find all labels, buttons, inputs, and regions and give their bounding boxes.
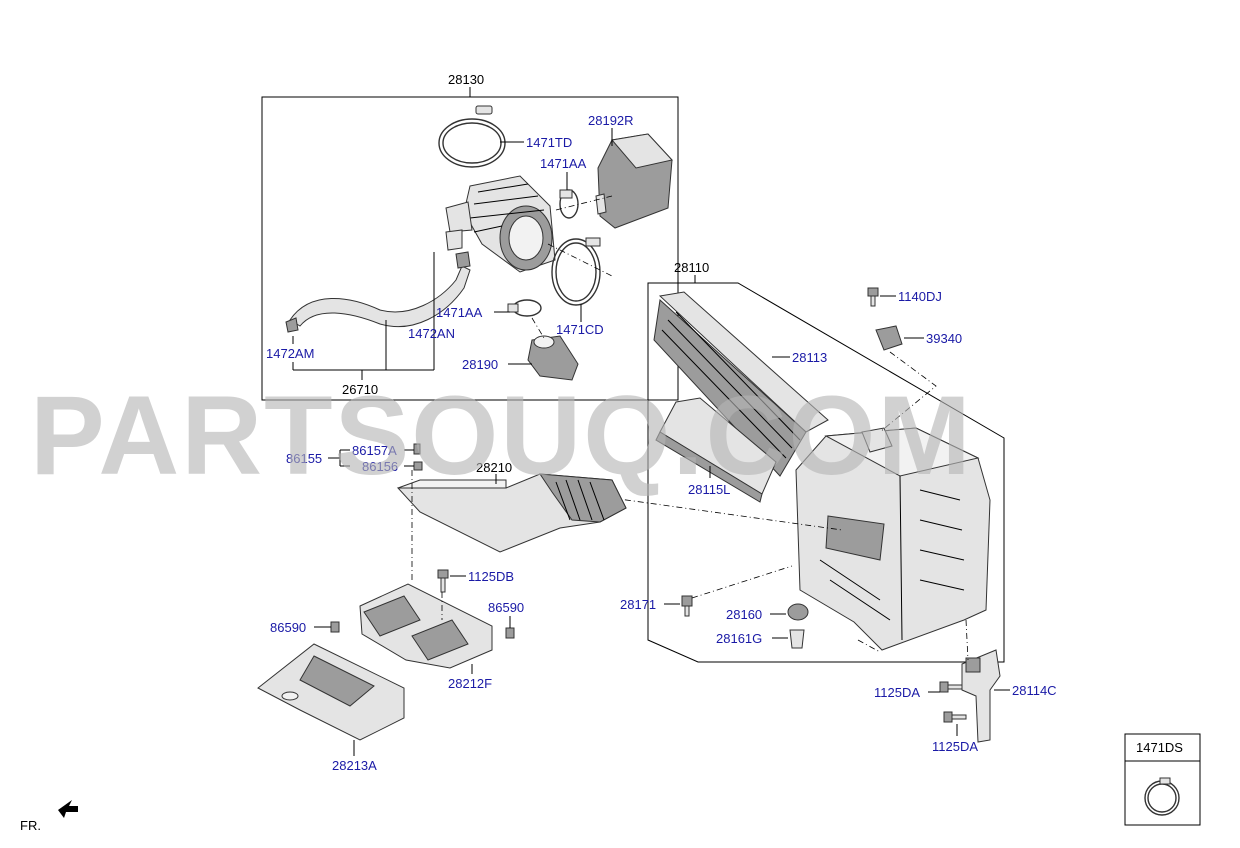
- label-1471cd[interactable]: 1471CD: [556, 322, 604, 337]
- label-1140dj[interactable]: 1140DJ: [898, 289, 942, 304]
- label-1472an[interactable]: 1472AN: [408, 326, 455, 341]
- label-1471aa-lower[interactable]: 1471AA: [436, 305, 483, 320]
- label-28114c[interactable]: 28114C: [1012, 683, 1057, 698]
- label-28161g[interactable]: 28161G: [716, 631, 762, 646]
- part-filter-element-28113[interactable]: [653, 291, 829, 477]
- label-86157a[interactable]: 86157A: [352, 443, 397, 458]
- label-1471ds[interactable]: 1471DS: [1136, 740, 1183, 755]
- part-clip-86590-right[interactable]: [505, 627, 515, 639]
- label-28210[interactable]: 28210: [476, 460, 512, 475]
- part-bolt-1125da-lower[interactable]: [943, 711, 967, 723]
- part-intake-hose-28130[interactable]: [445, 175, 556, 273]
- part-cover-28115l[interactable]: [655, 397, 777, 503]
- part-grommet-28161g[interactable]: [789, 629, 805, 649]
- part-tray-28213a[interactable]: [257, 643, 405, 741]
- part-bolt-1125db[interactable]: [437, 569, 449, 593]
- part-intake-28212f[interactable]: [359, 583, 493, 669]
- label-1472am[interactable]: 1472AM: [266, 346, 314, 361]
- label-28192r[interactable]: 28192R: [588, 113, 634, 128]
- front-direction-label: FR.: [20, 818, 41, 833]
- part-grommet-28160[interactable]: [787, 603, 809, 621]
- label-39340[interactable]: 39340: [926, 331, 962, 346]
- label-86155[interactable]: 86155: [286, 451, 322, 466]
- label-26710[interactable]: 26710: [342, 382, 378, 397]
- part-clamp-1471td[interactable]: [438, 105, 506, 168]
- part-elbow-28190[interactable]: [527, 335, 579, 381]
- label-1471td[interactable]: 1471TD: [526, 135, 572, 150]
- label-28212f[interactable]: 28212F: [448, 676, 492, 691]
- watermark: PARTSOUQ.COM: [30, 373, 973, 498]
- label-1125db[interactable]: 1125DB: [468, 569, 514, 584]
- label-28160[interactable]: 28160: [726, 607, 762, 622]
- part-clamp-1471cd[interactable]: [551, 237, 601, 306]
- front-direction-arrow: [58, 800, 78, 818]
- label-1471aa-upper[interactable]: 1471AA: [540, 156, 587, 171]
- part-bolt-1125da-upper[interactable]: [939, 681, 963, 693]
- group-box-28110: [647, 282, 1005, 663]
- label-86156[interactable]: 86156: [362, 459, 398, 474]
- part-bolt-1140dj[interactable]: [867, 287, 879, 307]
- part-resonator-28192r[interactable]: [595, 133, 673, 229]
- label-28110[interactable]: 28110: [674, 260, 709, 275]
- part-clamp-1471ds[interactable]: [1144, 777, 1180, 816]
- label-28113[interactable]: 28113: [792, 350, 827, 365]
- label-28115l[interactable]: 28115L: [688, 482, 730, 497]
- label-28130[interactable]: 28130: [448, 72, 484, 87]
- part-air-cleaner-body[interactable]: [795, 427, 991, 651]
- part-clip-86590-left[interactable]: [330, 621, 340, 633]
- part-clip-86157a[interactable]: [413, 443, 421, 455]
- label-28213a[interactable]: 28213A: [332, 758, 377, 773]
- part-breather-hose-26710[interactable]: [285, 251, 471, 333]
- inset-box-1471ds: [1124, 733, 1201, 826]
- label-1125da-upper[interactable]: 1125DA: [874, 685, 920, 700]
- label-28171[interactable]: 28171: [620, 597, 656, 612]
- label-86590-left[interactable]: 86590: [270, 620, 306, 635]
- part-air-duct-28210[interactable]: [396, 473, 627, 553]
- part-bracket-28114c[interactable]: [961, 649, 1001, 743]
- label-28190[interactable]: 28190: [462, 357, 498, 372]
- part-clamp-1471aa-lower[interactable]: [507, 299, 542, 317]
- label-86590-right[interactable]: 86590: [488, 600, 524, 615]
- part-clip-28171[interactable]: [681, 595, 693, 617]
- part-clamp-1471aa-upper[interactable]: [559, 189, 579, 219]
- part-sensor-39340[interactable]: [875, 325, 903, 351]
- label-1125da-lower[interactable]: 1125DA: [932, 739, 978, 754]
